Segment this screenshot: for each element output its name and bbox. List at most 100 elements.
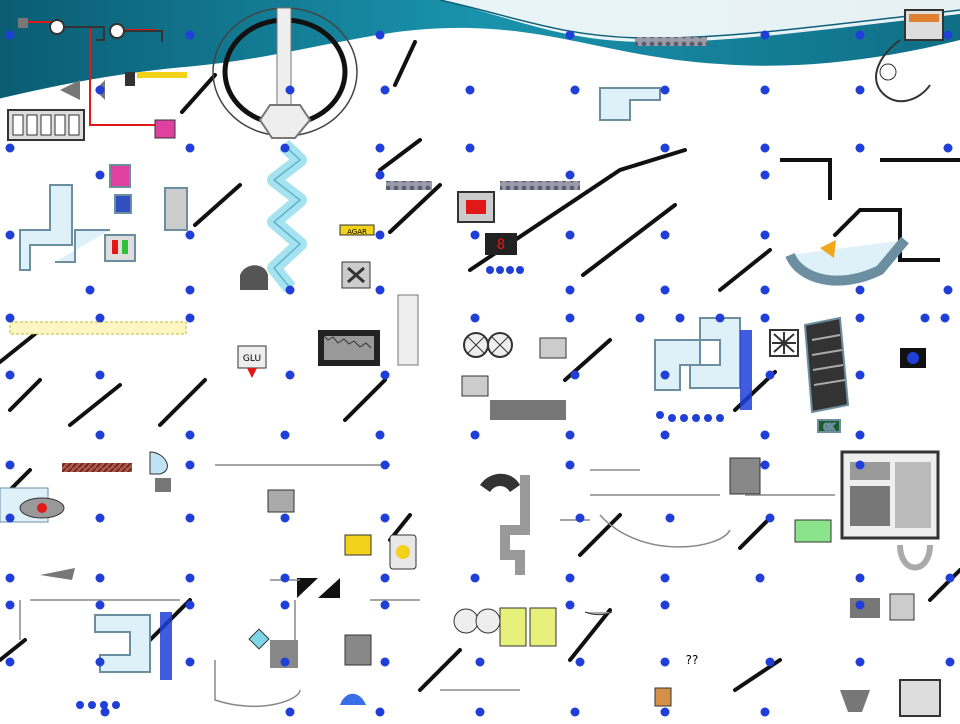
ok-status: OK [824,423,835,433]
node-dot [5,600,15,610]
node-dot [575,657,585,667]
node-dot [5,230,15,240]
node-dot [565,230,575,240]
node-dot [855,370,865,380]
node-dot [943,285,953,295]
node-dot [570,707,580,717]
node-dot [185,657,195,667]
node-dot [715,313,725,323]
node-dot [660,707,670,717]
node-dot [660,430,670,440]
node-dot [5,370,15,380]
node-dot [475,657,485,667]
node-dot [760,707,770,717]
node-dot [375,430,385,440]
node-dot [660,600,670,610]
node-dot [565,460,575,470]
node-dot [185,30,195,40]
node-dot [5,657,15,667]
node-dot [565,285,575,295]
node-dot [280,600,290,610]
node-dot [5,313,15,323]
node-dot [470,230,480,240]
node-dot [380,657,390,667]
node-dot [565,430,575,440]
node-dot [95,657,105,667]
agar-label: AGAR [347,228,367,236]
node-dot [5,513,15,523]
node-dot [760,143,770,153]
node-dot [95,313,105,323]
node-dot [660,230,670,240]
node-dot [765,657,775,667]
node-dot [760,313,770,323]
node-dot [660,370,670,380]
pipe-network-left [19,164,188,271]
node-dot [185,430,195,440]
node-dot [95,85,105,95]
node-dot [760,85,770,95]
node-dot [660,657,670,667]
node-dot [575,513,585,523]
node-dot [660,143,670,153]
node-dot [465,85,475,95]
lower-middle-cluster [267,473,613,666]
glu-label: GLU [243,354,261,364]
node-dot [380,600,390,610]
node-dot [565,170,575,180]
node-dot [943,143,953,153]
node-dot [565,30,575,40]
node-dot [185,600,195,610]
node-dot [855,30,865,40]
node-dot [665,513,675,523]
node-dot [855,460,865,470]
node-dot [280,513,290,523]
node-dot [855,430,865,440]
node-dot [940,313,950,323]
lower-right-cluster: ?? [654,450,941,717]
node-dot [760,230,770,240]
node-dot [95,573,105,583]
node-dot [765,513,775,523]
node-dot [285,85,295,95]
node-dot [470,430,480,440]
node-dot [475,707,485,717]
node-dot [95,600,105,610]
node-dot [855,143,865,153]
node-dot [95,370,105,380]
node-dot [5,30,15,40]
node-dot [855,285,865,295]
node-dot [565,600,575,610]
node-dot [660,285,670,295]
node-dot [280,573,290,583]
node-dot [380,513,390,523]
counter-display: 8 [497,237,505,253]
question-mark-label: ?? [686,653,699,667]
header-banner [0,0,960,102]
node-dot [465,143,475,153]
central-ring-tower [212,7,358,293]
node-dot [380,370,390,380]
node-dot [185,143,195,153]
node-dot [565,313,575,323]
node-dot [760,285,770,295]
node-dot [375,30,385,40]
node-dot [185,460,195,470]
node-dot [5,143,15,153]
node-dot [95,430,105,440]
valve-wiring-cluster [7,18,187,141]
node-dot [285,707,295,717]
node-dot [5,460,15,470]
node-dot [760,170,770,180]
node-dot [380,85,390,95]
node-dot [285,370,295,380]
node-dot [185,230,195,240]
node-dot [285,285,295,295]
pipe-network-right: OK [599,87,926,434]
node-markers [5,30,955,717]
node-dot [380,460,390,470]
node-dot [470,313,480,323]
node-dot [185,573,195,583]
node-dot [755,573,765,583]
